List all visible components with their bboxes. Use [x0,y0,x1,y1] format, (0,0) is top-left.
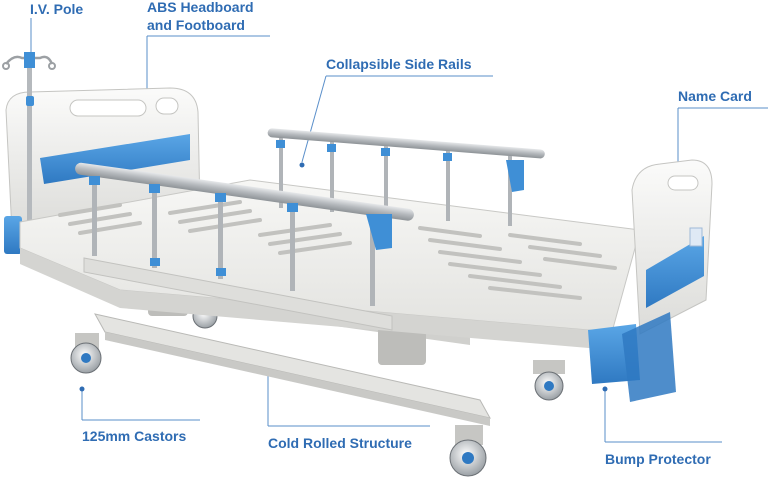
footboard [631,159,713,335]
name-card [689,227,703,247]
iv-pole-label: I.V. Pole [30,0,83,18]
name-card-label: Name Card [678,87,752,105]
iv-pole [2,52,56,226]
side-rail-back [267,128,545,226]
iv-pole-text: I.V. Pole [30,1,84,17]
castor-rear-right [533,360,565,401]
castors-text: 125mm Castors [82,428,187,444]
structure-label: Cold Rolled Structure [268,434,412,452]
leader-lines [30,18,768,443]
castor-front-right [449,425,487,477]
name-card-text: Name Card [678,88,752,104]
bump-protector-text: Bump Protector [605,451,711,467]
structure-text: Cold Rolled Structure [268,435,412,451]
side-rails-label: Collapsible Side Rails [326,55,472,73]
side-rail-front [75,162,414,331]
abs-headboard-text-line1: ABS Headboard [147,0,254,15]
castors-label: 125mm Castors [82,427,186,445]
abs-headboard-label: ABS Headboard and Footboard [147,0,254,34]
bump-protector-label: Bump Protector [605,450,711,468]
castor-front-left [70,333,102,374]
abs-headboard-text-line2: and Footboard [147,17,245,33]
mattress-deck [19,179,641,350]
side-rails-text: Collapsible Side Rails [326,56,472,72]
bump-protector [588,312,676,402]
